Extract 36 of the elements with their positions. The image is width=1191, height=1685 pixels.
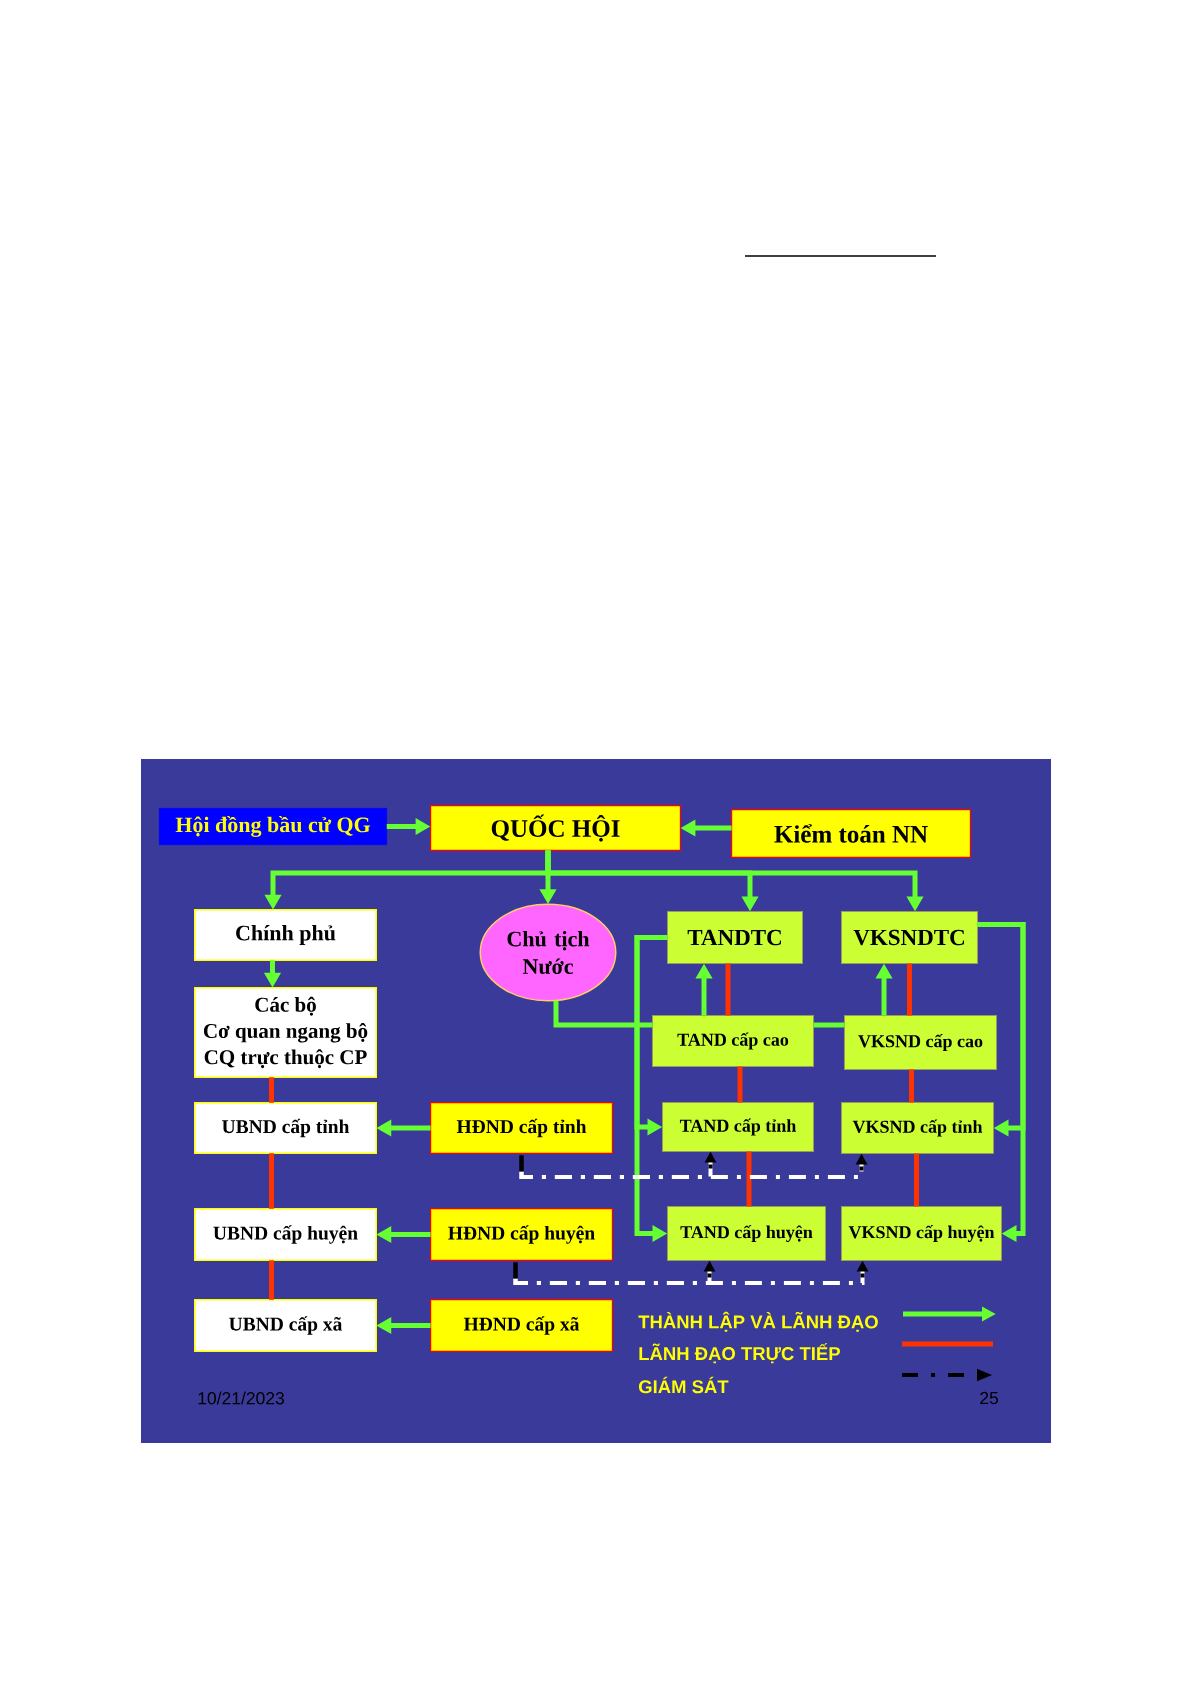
- organization-box: HĐND cấp huyện: [430, 1208, 613, 1261]
- organization-box: Các bộ Cơ quan ngang bộ CQ trực thuộc CP: [194, 987, 377, 1078]
- connector-line: [269, 1260, 274, 1300]
- organization-box: Kiểm toán NN: [731, 809, 971, 858]
- organization-box: Hội đồng bầu cử QG: [159, 808, 387, 845]
- organization-box: UBND cấp tỉnh: [194, 1102, 377, 1154]
- organization-box: TANDTC: [667, 911, 803, 964]
- organization-box: UBND cấp huyện: [194, 1208, 377, 1261]
- organization-box: TAND cấp huyện: [667, 1206, 826, 1261]
- connector-line: [553, 1000, 653, 1028]
- legend-text: GIÁM SÁT: [638, 1376, 729, 1394]
- connector-line: [269, 1153, 274, 1209]
- organization-box: VKSND cấp tỉnh: [841, 1102, 994, 1154]
- connector-line: [813, 1022, 845, 1028]
- organization-box: VKSND cấp cao: [844, 1015, 997, 1070]
- connector-line: [737, 1066, 743, 1103]
- organization-box: Chính phủ: [194, 909, 377, 961]
- arrow: [977, 922, 1026, 1243]
- organization-box: TAND cấp cao: [652, 1015, 814, 1067]
- date-text: 10/21/2023: [198, 1391, 284, 1405]
- connector-line: [746, 1151, 752, 1207]
- organization-box: TAND cấp tỉnh: [662, 1102, 814, 1152]
- legend-text: LÃNH ĐẠO TRỰC TIẾP: [639, 1343, 840, 1364]
- organization-box: UBND cấp xã: [194, 1299, 377, 1352]
- connector-line: [909, 1069, 914, 1103]
- connector-line: [269, 1077, 274, 1103]
- legend-text: THÀNH LẬP VÀ LÃNH ĐẠO: [638, 1311, 878, 1332]
- organization-box: HĐND cấp xã: [430, 1299, 613, 1352]
- organization-box: QUỐC HỘI: [430, 805, 681, 851]
- organization-box: VKSND cấp huyện: [841, 1206, 1002, 1261]
- connector-line: [725, 963, 731, 1016]
- page-number: 25: [980, 1391, 999, 1405]
- connector-line: [907, 963, 912, 1016]
- organization-box: VKSNDTC: [841, 911, 978, 964]
- organization-box: HĐND cấp tỉnh: [430, 1102, 613, 1154]
- connector-line: [914, 1153, 919, 1207]
